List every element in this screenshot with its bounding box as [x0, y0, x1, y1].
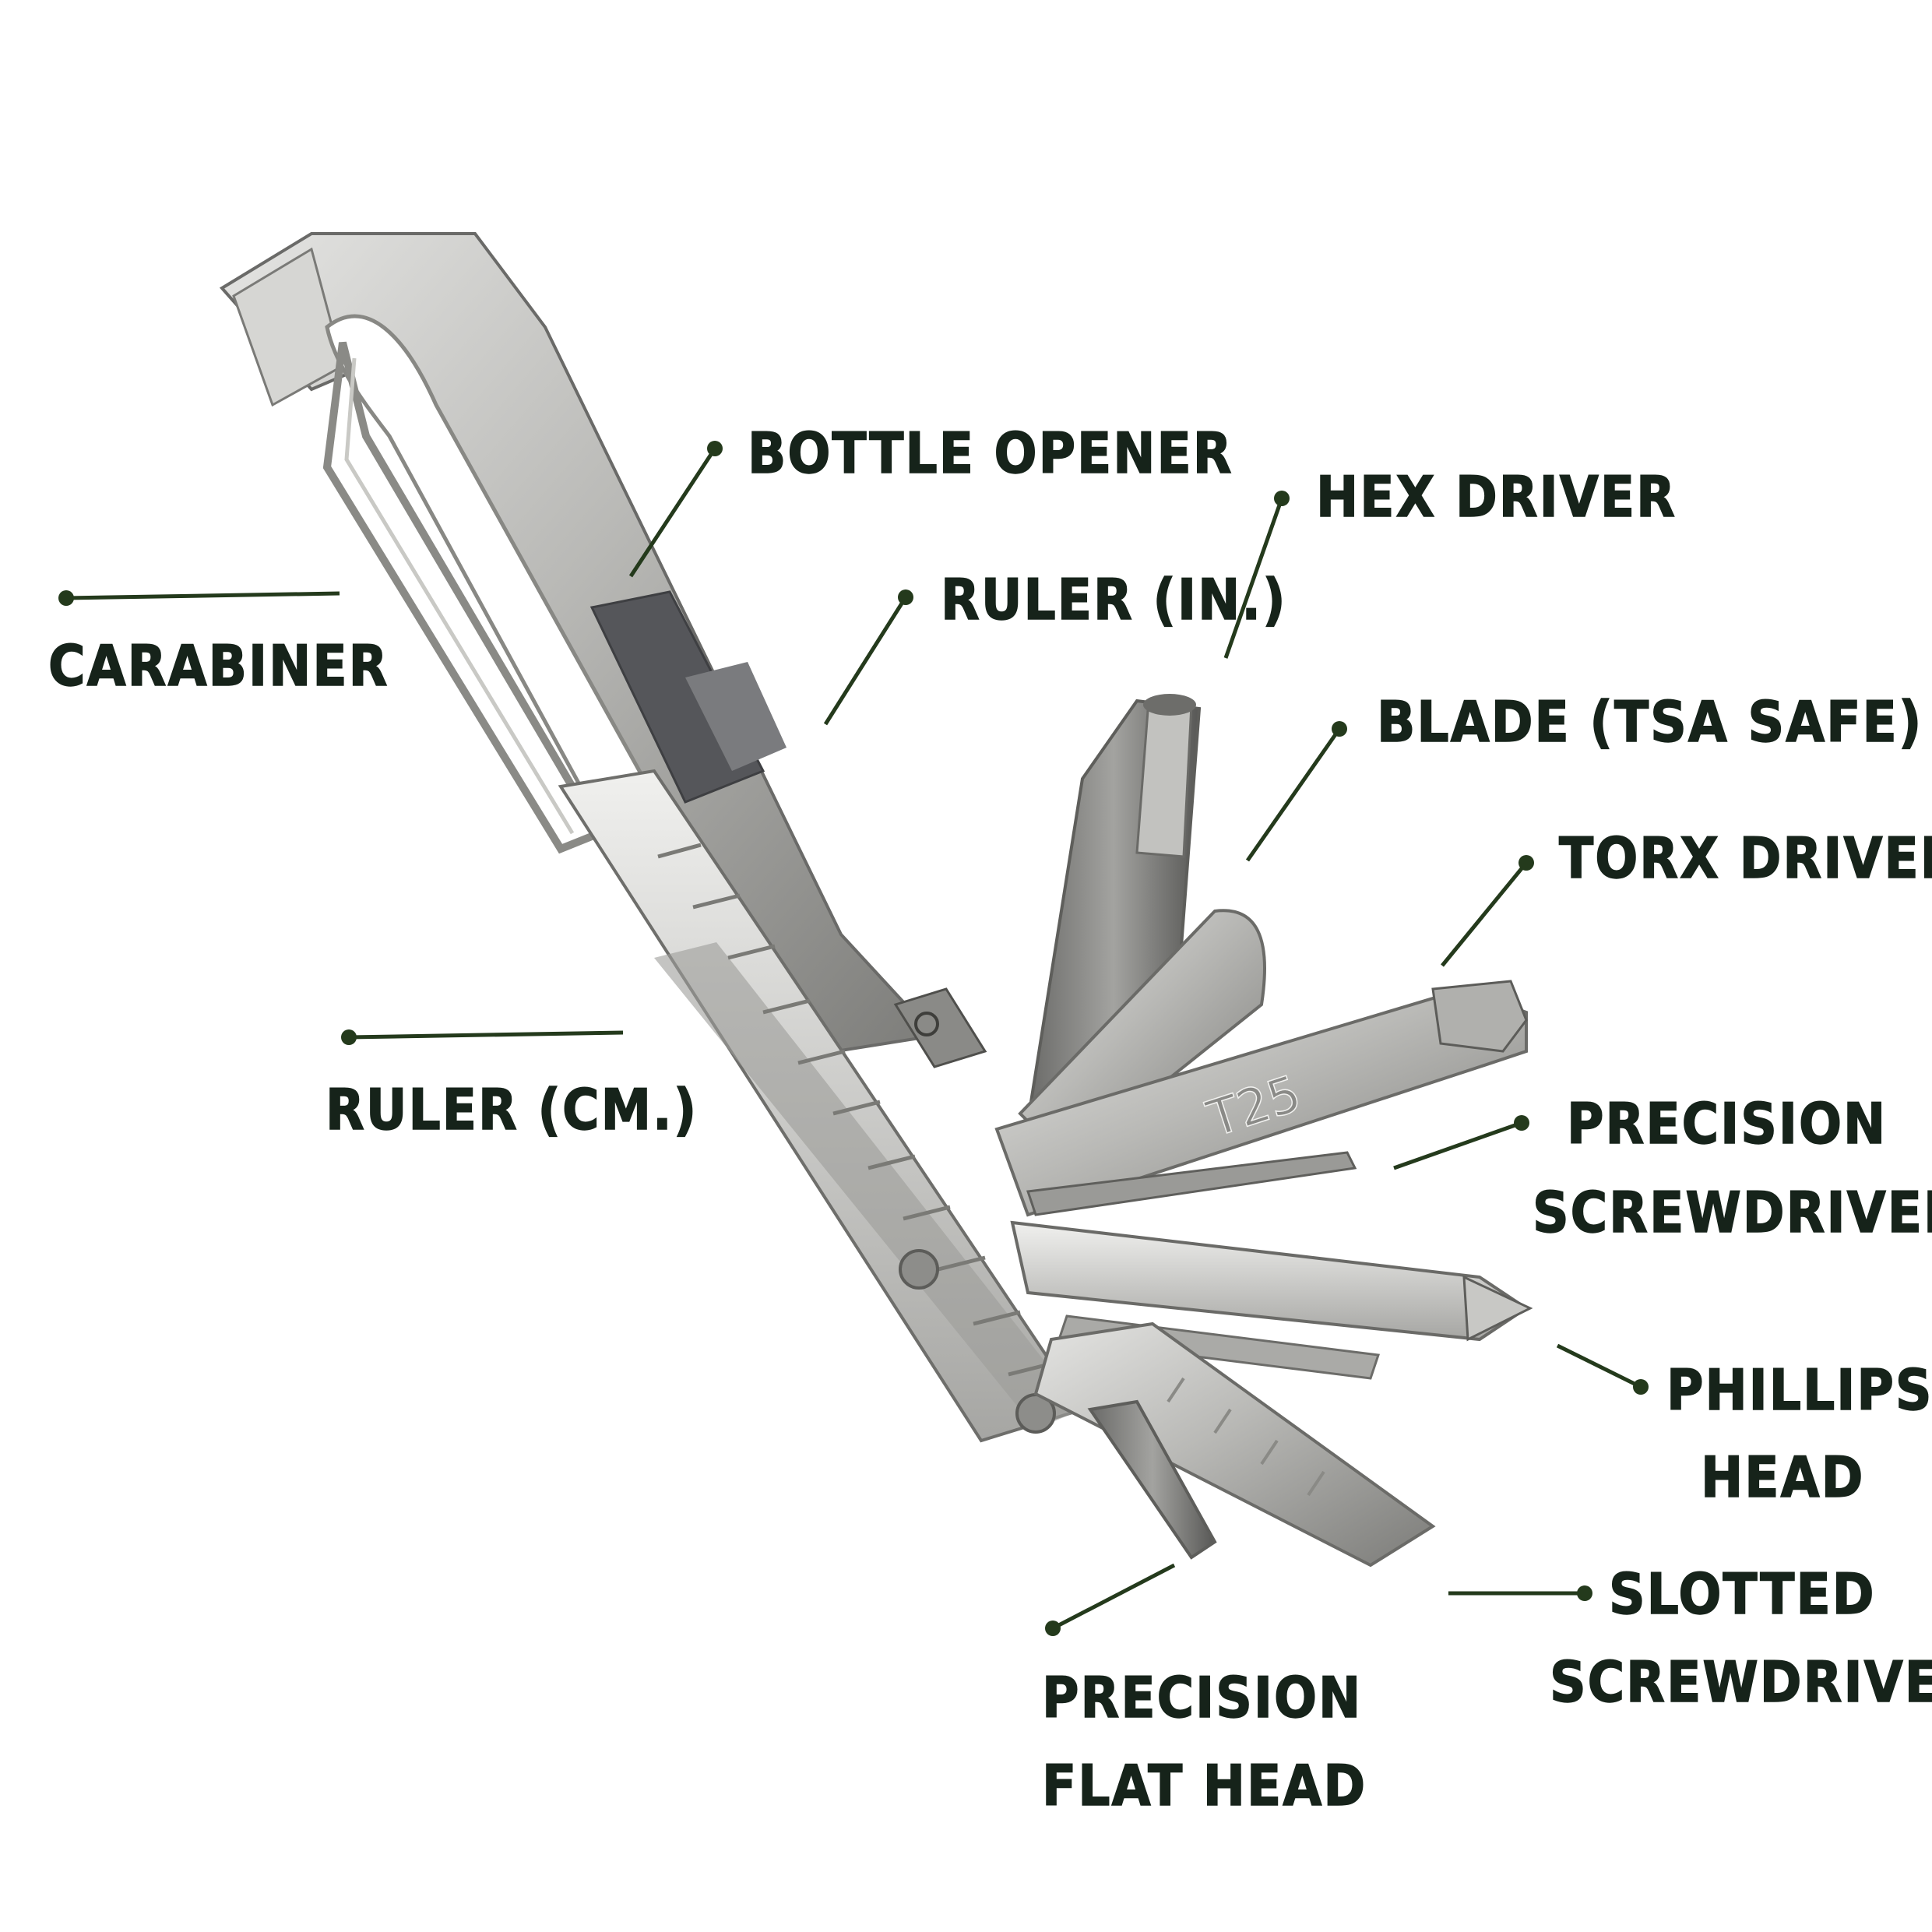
callout-line-carabiner	[58, 590, 340, 606]
label-ruler-in: RULER (IN.)	[941, 567, 1287, 632]
slotted-screwdriver-bit	[1033, 1321, 1436, 1568]
carabiner-body	[219, 232, 938, 1061]
label-blade: BLADE (TSA SAFE)	[1377, 689, 1923, 755]
label-bottle-opener: BOTTLE OPENER	[748, 421, 1233, 486]
callout-line-torx-driver	[1441, 855, 1534, 967]
callout-lines	[58, 441, 1649, 1636]
label-hex-driver: HEX DRIVER	[1316, 464, 1677, 530]
label-torx-driver: TORX DRIVER	[1559, 825, 1932, 891]
callout-line-precision-screwdriver	[1393, 1115, 1529, 1170]
callout-line-phillips-head	[1556, 1343, 1649, 1395]
precision-screwdriver-bit	[1026, 1151, 1357, 1216]
callout-line-hex-driver	[1223, 491, 1290, 659]
label-precision-flat-head-line1: PRECISION	[1042, 1665, 1362, 1730]
precision-flat-head-bit	[1087, 1399, 1217, 1560]
label-phillips-head-line2: HEAD	[1701, 1445, 1864, 1510]
label-slotted-screwdriver-line2: SCREWDRIVER	[1550, 1649, 1932, 1715]
blade	[1018, 909, 1266, 1163]
label-slotted-screwdriver-line1: SLOTTED	[1609, 1561, 1876, 1627]
ruler-ticks	[657, 843, 1056, 1377]
callout-line-blade	[1245, 721, 1347, 862]
callout-line-ruler-cm	[341, 1029, 624, 1045]
callout-line-slotted-screwdriver	[1448, 1585, 1592, 1601]
label-phillips-head-line1: PHILLIPS	[1666, 1357, 1932, 1423]
callout-line-ruler-in	[823, 589, 913, 726]
label-precision-screwdriver-line1: PRECISION	[1567, 1091, 1887, 1156]
screw-icon	[899, 1249, 939, 1290]
multitool-picture: T25	[219, 232, 1533, 1568]
label-precision-flat-head-line2: FLAT HEAD	[1042, 1753, 1367, 1818]
label-ruler-cm: RULER (CM.)	[326, 1077, 698, 1142]
label-carabiner: CARABINER	[48, 633, 389, 699]
callout-line-precision-flat-head	[1045, 1563, 1176, 1636]
callout-labels: BOTTLE OPENER HEX DRIVER RULER (IN.) CAR…	[48, 420, 1932, 1818]
torx-driver-bit: T25	[994, 980, 1528, 1217]
callout-line-bottle-opener	[628, 441, 723, 578]
label-precision-screwdriver-line2: SCREWDRIVER	[1533, 1180, 1932, 1245]
